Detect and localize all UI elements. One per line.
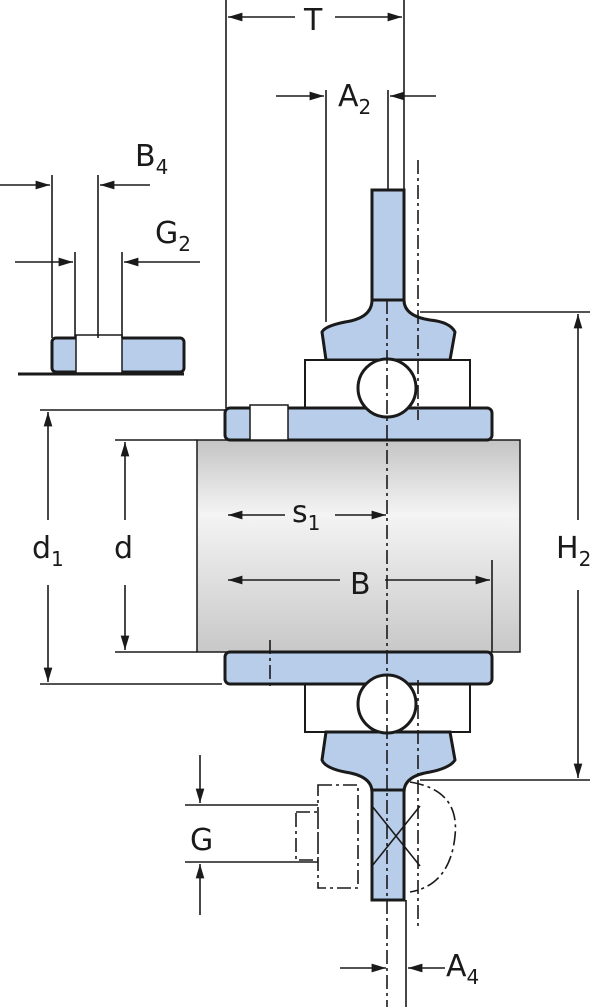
label-A2: A2: [338, 79, 371, 119]
label-A4: A4: [446, 949, 479, 989]
set-screw: [249, 404, 289, 441]
label-d: d: [114, 531, 133, 566]
inner-ring-top: [223, 406, 494, 442]
label-d1: d1: [32, 531, 64, 571]
shaft: [196, 439, 521, 653]
bolt: [295, 781, 457, 893]
label-B: B: [350, 567, 371, 602]
label-G2: G2: [155, 216, 191, 256]
label-H2: H2: [556, 531, 591, 571]
label-s1: s1: [292, 495, 320, 535]
label-T: T: [303, 3, 323, 38]
label-G: G: [190, 823, 213, 858]
inner-ring-bottom: [223, 650, 494, 686]
label-B4: B4: [135, 139, 168, 179]
